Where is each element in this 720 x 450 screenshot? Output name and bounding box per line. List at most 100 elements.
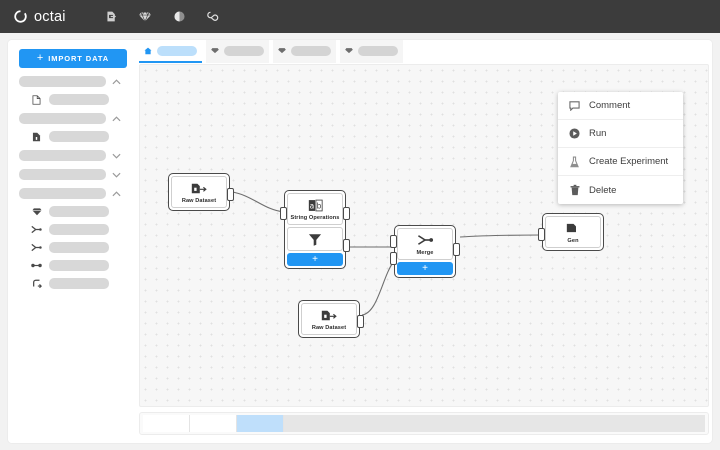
sidebar-group-3[interactable] [19, 150, 127, 161]
node-gen[interactable]: Gen [538, 213, 604, 251]
string-ops-icon: a b [308, 198, 323, 213]
input-port[interactable] [280, 207, 287, 220]
tab-4[interactable] [340, 40, 403, 63]
bottom-timeline-bar[interactable] [139, 412, 709, 435]
context-menu-item-create-experiment[interactable]: Create Experiment [558, 148, 683, 176]
sidebar-item[interactable] [19, 94, 127, 105]
node-string-operations[interactable]: a b String Operations + [280, 190, 350, 269]
node-label: Gen [567, 237, 579, 244]
sidebar-item-placeholder [49, 224, 109, 235]
node-raw-dataset-1[interactable]: Raw Dataset [168, 173, 234, 211]
input-port-2[interactable] [390, 252, 397, 265]
sidebar-group-placeholder [19, 169, 106, 180]
node-cell[interactable]: Gen [545, 216, 601, 248]
import-data-button[interactable]: + IMPORT DATA [19, 49, 127, 68]
sidebar-item-placeholder [49, 206, 109, 217]
svg-text:b: b [316, 201, 321, 210]
output-port-2[interactable] [343, 239, 350, 252]
context-menu-label: Comment [589, 100, 631, 111]
node-cell[interactable]: Raw Dataset [171, 176, 227, 208]
brand[interactable]: octai [13, 9, 66, 25]
chevron-down-icon[interactable] [110, 153, 123, 159]
sidebar-item-loop[interactable] [19, 278, 127, 289]
main-pane: Raw Dataset a b [136, 40, 712, 443]
merge-icon [31, 242, 42, 253]
merge-icon [31, 224, 42, 235]
context-menu-item-comment[interactable]: Comment [558, 92, 683, 120]
infinity-icon[interactable] [206, 9, 221, 24]
half-circle-icon[interactable] [172, 9, 187, 24]
chevron-down-icon[interactable] [110, 172, 123, 178]
node-merge[interactable]: Merge + [390, 225, 460, 278]
sidebar-item-diamond[interactable] [19, 206, 127, 217]
tab-3[interactable] [273, 40, 336, 63]
node-cell[interactable]: Raw Dataset [301, 303, 357, 335]
tab-label-placeholder [358, 45, 398, 56]
chevron-up-icon[interactable] [110, 115, 123, 122]
sidebar-group-4[interactable] [19, 169, 127, 180]
node-label: Merge [416, 249, 434, 256]
sidebar-item[interactable] [19, 131, 127, 142]
timeline-segment-1[interactable] [143, 415, 190, 432]
sidebar-item-placeholder [49, 260, 109, 271]
chevron-up-icon[interactable] [110, 190, 123, 197]
chevron-up-icon[interactable] [110, 78, 123, 85]
node-label: String Operations [290, 214, 340, 221]
sidebar-group-placeholder [19, 113, 106, 124]
sidebar-group-1[interactable] [19, 76, 127, 87]
add-operation-button[interactable]: + [397, 262, 453, 275]
sidebar-group-placeholder [19, 188, 106, 199]
filter-icon [308, 232, 322, 247]
tab-home[interactable] [139, 40, 202, 63]
diamond-icon [345, 47, 353, 55]
output-port[interactable] [227, 188, 234, 201]
sidebar-item-merge[interactable] [19, 224, 127, 235]
dataset-export-icon [191, 181, 207, 196]
svg-text:a: a [309, 201, 314, 210]
sidebar: + IMPORT DATA [8, 40, 136, 443]
node-cell-filter[interactable] [287, 227, 343, 251]
sidebar-group-5[interactable] [19, 188, 127, 199]
input-port[interactable] [538, 228, 545, 241]
tab-label-placeholder [157, 45, 197, 56]
flask-icon [569, 156, 580, 167]
node-cell-merge[interactable]: Merge [397, 228, 453, 260]
context-menu-item-delete[interactable]: Delete [558, 176, 683, 204]
tab-label-placeholder [224, 45, 264, 56]
timeline-track[interactable] [284, 415, 705, 432]
sidebar-item-placeholder [49, 131, 109, 142]
tab-2[interactable] [206, 40, 269, 63]
file-icon [31, 94, 42, 105]
sidebar-item-merge-2[interactable] [19, 242, 127, 253]
diamond-icon [31, 206, 42, 217]
output-port-1[interactable] [343, 207, 350, 220]
diamond-icon [211, 47, 219, 55]
diamond-icon[interactable] [138, 9, 153, 24]
input-port-1[interactable] [390, 235, 397, 248]
dataset-icon [566, 221, 581, 236]
timeline-segment-3-selected[interactable] [237, 415, 284, 432]
node-label: Raw Dataset [181, 197, 217, 204]
top-bar-icons [104, 9, 221, 24]
context-menu-label: Delete [589, 184, 617, 196]
merge-icon [417, 233, 434, 248]
node-cell-string-operations[interactable]: a b String Operations [287, 193, 343, 225]
node-raw-dataset-2[interactable]: Raw Dataset [298, 300, 364, 338]
workflow-canvas[interactable]: Raw Dataset a b [139, 64, 709, 407]
brand-name: octai [34, 8, 66, 25]
link-icon [31, 260, 42, 271]
context-menu-label: Create Experiment [589, 156, 669, 167]
timeline-segment-2[interactable] [190, 415, 237, 432]
tab-label-placeholder [291, 45, 331, 56]
output-port[interactable] [357, 315, 364, 328]
context-menu-item-run[interactable]: Run [558, 120, 683, 148]
sidebar-item-link[interactable] [19, 260, 127, 271]
sidebar-group-placeholder [19, 76, 106, 87]
add-operation-button[interactable]: + [287, 253, 343, 266]
sidebar-group-2[interactable] [19, 113, 127, 124]
file-export-icon[interactable] [104, 9, 119, 24]
sidebar-item-placeholder [49, 278, 109, 289]
tab-strip [136, 40, 712, 63]
output-port[interactable] [453, 243, 460, 256]
